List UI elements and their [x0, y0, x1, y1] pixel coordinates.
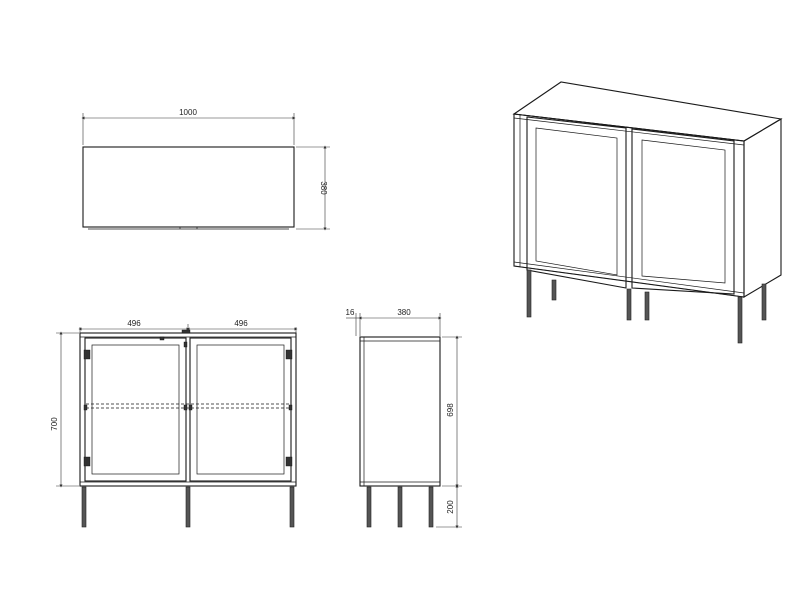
hinge-center-top — [183, 341, 188, 348]
leg-height-label: 200 — [446, 500, 455, 514]
front-leg-center — [185, 486, 191, 528]
iso-leg-front-center — [626, 288, 632, 321]
iso-left-door — [526, 116, 627, 289]
side-leg-front — [366, 486, 372, 528]
iso-leg-back-center — [644, 291, 650, 321]
top-width-label: 1000 — [179, 108, 197, 117]
front-right-door-panel — [196, 344, 285, 475]
front-right-door — [189, 337, 292, 482]
iso-left-door-panel — [535, 127, 618, 276]
iso-top — [512, 81, 783, 142]
side-leg-middle — [397, 486, 403, 528]
front-leg-left — [81, 486, 87, 528]
front-height-label: 700 — [50, 417, 59, 431]
iso-leg-back-left — [551, 279, 557, 301]
side-depth-label: 380 — [397, 308, 411, 317]
side-panel-label: 16 — [346, 308, 355, 317]
isometric-view — [512, 81, 783, 344]
side-body — [359, 336, 441, 487]
top-view: 1000 380 — [81, 108, 330, 231]
side-body-height-label: 698 — [446, 403, 455, 417]
iso-right-door — [631, 128, 735, 295]
hinge-left-top — [83, 349, 91, 360]
iso-leg-front-right — [737, 296, 743, 344]
front-left-door-panel — [91, 344, 180, 475]
hinge-center-mid — [183, 404, 188, 411]
hinge-right-top — [285, 349, 293, 360]
right-door-label: 496 — [234, 319, 248, 328]
front-leg-right — [289, 486, 295, 528]
hinge-left-bottom — [83, 456, 91, 467]
iso-leg-front-left — [526, 269, 532, 318]
iso-right-side — [743, 118, 782, 298]
left-door-label: 496 — [127, 319, 141, 328]
front-carcass — [79, 332, 297, 487]
hinge-right-bottom — [285, 456, 293, 467]
side-leg-back — [428, 486, 434, 528]
front-left-door — [84, 337, 187, 482]
iso-front — [513, 113, 745, 298]
top-depth-label: 380 — [319, 181, 328, 195]
front-view: 496 496 700 — [50, 319, 298, 528]
top-view-outline — [82, 146, 295, 228]
iso-right-door-panel — [641, 139, 726, 284]
side-view: 16 380 698 200 — [346, 308, 462, 529]
iso-leg-back-right — [761, 283, 767, 321]
